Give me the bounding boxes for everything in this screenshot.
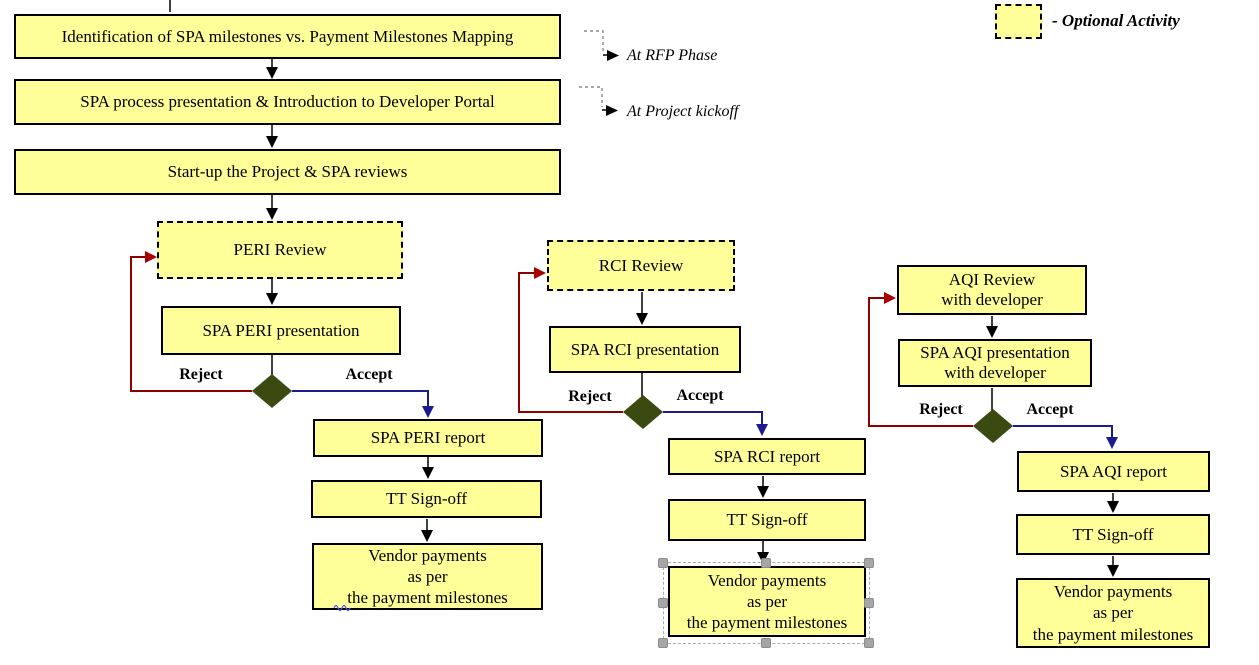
peri-decision-diamond xyxy=(252,374,292,408)
rci-reject-label: Reject xyxy=(568,388,612,405)
flow-box-peri-review[interactable]: PERI Review xyxy=(157,221,403,279)
annotation-arrowheads xyxy=(602,50,619,116)
flow-box-spa-aqi-report[interactable]: SPA AQI report xyxy=(1017,451,1210,492)
selection-handle-top[interactable] xyxy=(761,558,771,568)
selection-handle-top-left[interactable] xyxy=(658,558,668,568)
annotation-rfp-phase: At RFP Phase xyxy=(627,47,718,64)
flow-box-rci-review[interactable]: RCI Review xyxy=(547,240,735,291)
aqi-accept-label: Accept xyxy=(1026,401,1074,418)
flow-box-spa-peri-report[interactable]: SPA PERI report xyxy=(313,419,543,457)
flow-box-peri-vendor-payments[interactable]: Vendor payments as per the payment miles… xyxy=(312,543,543,610)
flow-box-aqi-tt-signoff[interactable]: TT Sign-off xyxy=(1016,514,1210,555)
peri-reject-label: Reject xyxy=(179,366,223,383)
rci-accept-label: Accept xyxy=(676,387,724,404)
selection-handle-bottom[interactable] xyxy=(761,638,771,648)
legend-optional-label: - Optional Activity xyxy=(1052,11,1180,30)
annotation-connectors xyxy=(579,30,604,107)
selection-handle-left[interactable] xyxy=(658,598,668,608)
flow-box-identification[interactable]: Identification of SPA milestones vs. Pay… xyxy=(14,14,561,59)
flow-box-rci-vendor-payments[interactable]: Vendor payments as per the payment miles… xyxy=(668,566,866,637)
selection-handle-top-right[interactable] xyxy=(864,558,874,568)
selection-handle-bottom-left[interactable] xyxy=(658,638,668,648)
flow-box-startup-project[interactable]: Start-up the Project & SPA reviews xyxy=(14,149,561,195)
flow-box-spa-process-presentation[interactable]: SPA process presentation & Introduction … xyxy=(14,79,561,125)
flow-box-aqi-vendor-payments[interactable]: Vendor payments as per the payment miles… xyxy=(1016,578,1210,648)
flow-box-peri-tt-signoff[interactable]: TT Sign-off xyxy=(311,480,542,518)
flow-box-spa-rci-presentation[interactable]: SPA RCI presentation xyxy=(549,326,741,373)
peri-accept-label: Accept xyxy=(345,366,393,383)
annotation-project-kickoff: At Project kickoff xyxy=(627,103,739,120)
flow-box-spa-aqi-presentation[interactable]: SPA AQI presentation with developer xyxy=(898,339,1092,387)
flow-box-rci-tt-signoff[interactable]: TT Sign-off xyxy=(668,499,866,541)
flow-box-spa-peri-presentation[interactable]: SPA PERI presentation xyxy=(161,306,401,355)
aqi-reject-label: Reject xyxy=(919,401,963,418)
flow-box-aqi-review[interactable]: AQI Review with developer xyxy=(897,265,1087,315)
aqi-decision-diamond xyxy=(973,409,1013,443)
rci-decision-diamond xyxy=(623,395,663,429)
flow-box-spa-rci-report[interactable]: SPA RCI report xyxy=(668,438,866,475)
selection-handle-right[interactable] xyxy=(864,598,874,608)
selection-handle-bottom-right[interactable] xyxy=(864,638,874,648)
legend-optional-swatch[interactable] xyxy=(995,4,1042,39)
